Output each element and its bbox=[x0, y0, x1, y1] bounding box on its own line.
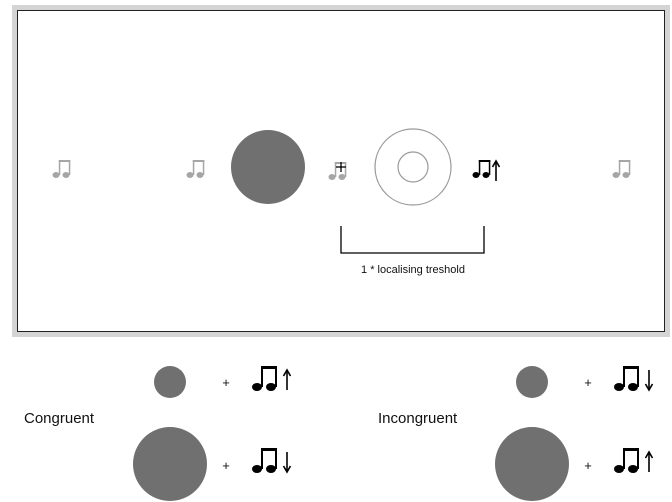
music-note-icon bbox=[252, 366, 277, 391]
fixation-cross-icon bbox=[336, 162, 346, 172]
incongruent-label: Incongruent bbox=[378, 410, 458, 427]
arrow-down-icon bbox=[644, 369, 654, 391]
threshold-label: 1 * localising treshold bbox=[361, 264, 465, 276]
small-disc bbox=[154, 366, 186, 398]
music-note-icon bbox=[186, 160, 205, 178]
music-note-icon bbox=[614, 448, 639, 473]
large-disc bbox=[231, 130, 305, 204]
music-note-icon bbox=[472, 160, 491, 178]
large-disc bbox=[133, 427, 207, 501]
music-note-icon bbox=[52, 160, 71, 178]
arrow-up-icon bbox=[282, 369, 292, 391]
plus-sign: + bbox=[222, 458, 230, 473]
music-note-icon bbox=[614, 366, 639, 391]
target-ring-outer bbox=[374, 128, 452, 206]
music-note-icon bbox=[252, 448, 277, 473]
arrow-up-icon bbox=[644, 451, 654, 473]
large-disc bbox=[495, 427, 569, 501]
threshold-bracket bbox=[340, 226, 485, 254]
stimulus-display-border bbox=[17, 10, 665, 332]
plus-sign: + bbox=[584, 375, 592, 390]
music-note-icon bbox=[328, 162, 347, 180]
plus-sign: + bbox=[222, 375, 230, 390]
small-disc bbox=[516, 366, 548, 398]
target-ring-inner bbox=[397, 151, 429, 183]
plus-sign: + bbox=[584, 458, 592, 473]
congruent-label: Congruent bbox=[24, 410, 95, 427]
arrow-up-icon bbox=[491, 160, 501, 182]
arrow-down-icon bbox=[282, 451, 292, 473]
music-note-icon bbox=[612, 160, 631, 178]
